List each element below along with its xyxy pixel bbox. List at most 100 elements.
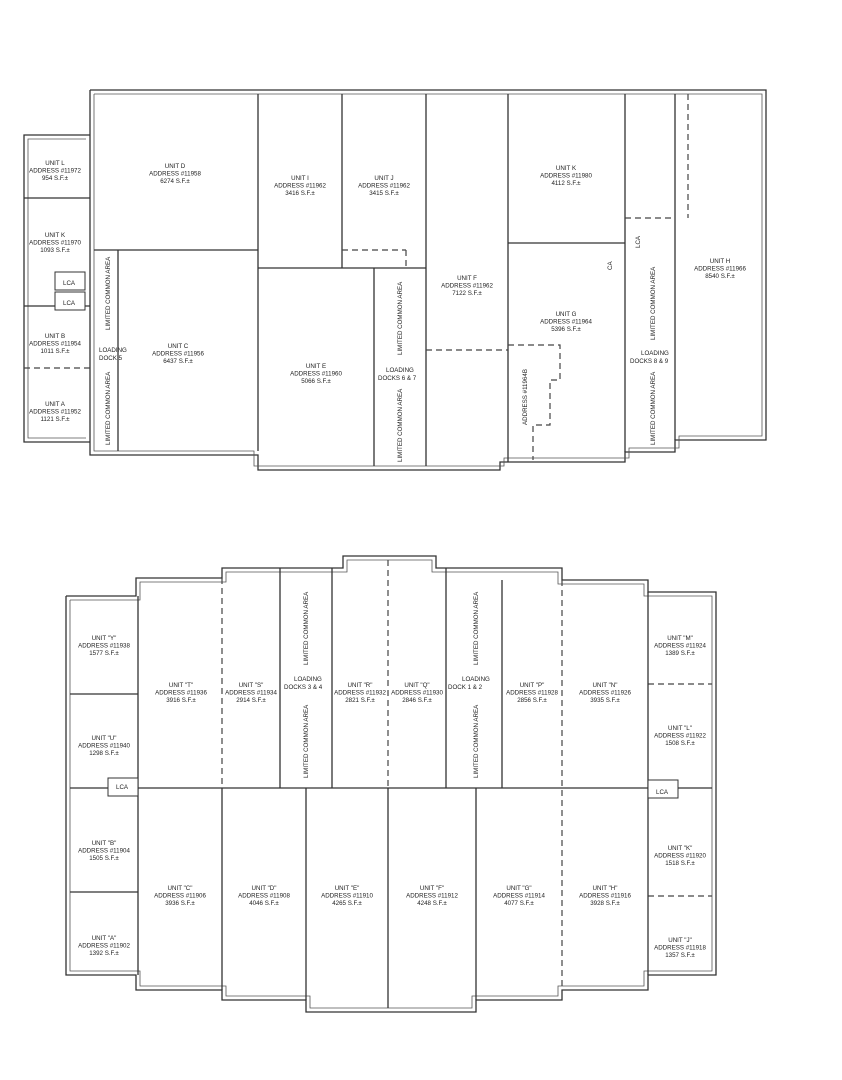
- limited-common-area-label: LIMITED COMMON AREA: [397, 388, 404, 462]
- limited-common-area-label: LIMITED COMMON AREA: [303, 591, 310, 665]
- unit-name: UNIT B: [45, 333, 65, 340]
- unit-address: ADDRESS #11962: [274, 183, 326, 190]
- unit-name: UNIT "A": [92, 935, 117, 942]
- unit-address: ADDRESS #11912: [406, 893, 458, 900]
- unit-address: ADDRESS #11932: [334, 690, 386, 697]
- unit-address: ADDRESS #11924: [654, 643, 706, 650]
- unit-name: UNIT "R": [348, 682, 373, 689]
- unit-name: UNIT F: [457, 275, 477, 282]
- unit-area: 1577 S.F.±: [89, 650, 119, 657]
- unit-name: UNIT H: [710, 258, 731, 265]
- limited-common-area-label: LIMITED COMMON AREA: [473, 704, 480, 778]
- limited-common-area-label: LIMITED COMMON AREA: [473, 591, 480, 665]
- limited-common-area-label: LIMITED COMMON AREA: [397, 281, 404, 355]
- unit-area: 3416 S.F.±: [285, 190, 315, 197]
- unit-name: UNIT "F": [420, 885, 444, 892]
- unit-area: 1508 S.F.±: [665, 740, 695, 747]
- unit-area: 1392 S.F.±: [89, 950, 119, 957]
- unit-address: ADDRESS #11934: [225, 690, 277, 697]
- unit-address: ADDRESS #11930: [391, 690, 443, 697]
- unit-address: ADDRESS #11928: [506, 690, 558, 697]
- unit-address: ADDRESS #11940: [78, 743, 130, 750]
- unit-address: ADDRESS #11970: [29, 240, 81, 247]
- unit-address: ADDRESS #11954: [29, 341, 81, 348]
- unit-name: UNIT I: [291, 175, 309, 182]
- unit-name: UNIT "G": [506, 885, 531, 892]
- unit-address: ADDRESS #11972: [29, 168, 81, 175]
- docks-1-2-label: DOCK 1 & 2: [448, 684, 483, 691]
- limited-common-area-label: LIMITED COMMON AREA: [650, 371, 657, 445]
- unit-area: 4077 S.F.±: [504, 900, 534, 907]
- unit-address: ADDRESS #11966: [694, 266, 746, 273]
- unit-name: UNIT C: [168, 343, 189, 350]
- lca-box: [54, 291, 86, 311]
- loading-label: LOADING: [641, 350, 669, 357]
- limited-common-area-label: LIMITED COMMON AREA: [303, 704, 310, 778]
- unit-address: ADDRESS #11902: [78, 943, 130, 950]
- unit-area: 2856 S.F.±: [517, 697, 547, 704]
- lca-label: LCA: [635, 235, 642, 248]
- unit-name: UNIT "L": [668, 725, 692, 732]
- unit-name: UNIT "S": [239, 682, 264, 689]
- unit-area: 4046 S.F.±: [249, 900, 279, 907]
- unit-area: 1389 S.F.±: [665, 650, 695, 657]
- unit-name: UNIT "P": [520, 682, 545, 689]
- limited-common-area-label: LIMITED COMMON AREA: [105, 256, 112, 330]
- docks-3-4-label: DOCKS 3 & 4: [284, 684, 323, 691]
- unit-name: UNIT "Q": [404, 682, 429, 689]
- unit-area: 1011 S.F.±: [40, 348, 70, 355]
- docks-8-9-label: DOCKS 8 & 9: [630, 358, 669, 365]
- unit-area: 1357 S.F.±: [665, 952, 695, 959]
- dock-5-label: DOCK 5: [99, 355, 123, 362]
- unit-area: 954 S.F.±: [42, 175, 69, 182]
- unit-name: UNIT K: [45, 232, 66, 239]
- lca-box: [647, 779, 679, 799]
- unit-area: 3935 S.F.±: [590, 697, 620, 704]
- unit-address: ADDRESS #11906: [154, 893, 206, 900]
- unit-area: 5396 S.F.±: [551, 326, 581, 333]
- loading-label: LOADING: [99, 347, 127, 354]
- unit-area: 3928 S.F.±: [590, 900, 620, 907]
- area-labels: LCA LCA LCA LCA CA LCA LIMITED COMMON AR…: [63, 235, 669, 796]
- unit-name: UNIT "M": [667, 635, 693, 642]
- lca-label: LCA: [63, 300, 76, 307]
- top-building: [23, 89, 767, 471]
- loading-label: LOADING: [294, 676, 322, 683]
- unit-area: 1298 S.F.±: [89, 750, 119, 757]
- lca-label: LCA: [116, 784, 129, 791]
- unit-area: 5066 S.F.±: [301, 378, 331, 385]
- unit-area: 2821 S.F.±: [345, 697, 375, 704]
- unit-name: UNIT L: [45, 160, 65, 167]
- unit-address: ADDRESS #11926: [579, 690, 631, 697]
- unit-area: 2846 S.F.±: [402, 697, 432, 704]
- unit-name: UNIT "K": [668, 845, 693, 852]
- address-11964b-label: ADDRESS #11964B: [522, 369, 529, 425]
- unit-address: ADDRESS #11920: [654, 853, 706, 860]
- unit-area: 1121 S.F.±: [40, 416, 70, 423]
- unit-area: 8540 S.F.±: [705, 273, 735, 280]
- unit-address: ADDRESS #11960: [290, 371, 342, 378]
